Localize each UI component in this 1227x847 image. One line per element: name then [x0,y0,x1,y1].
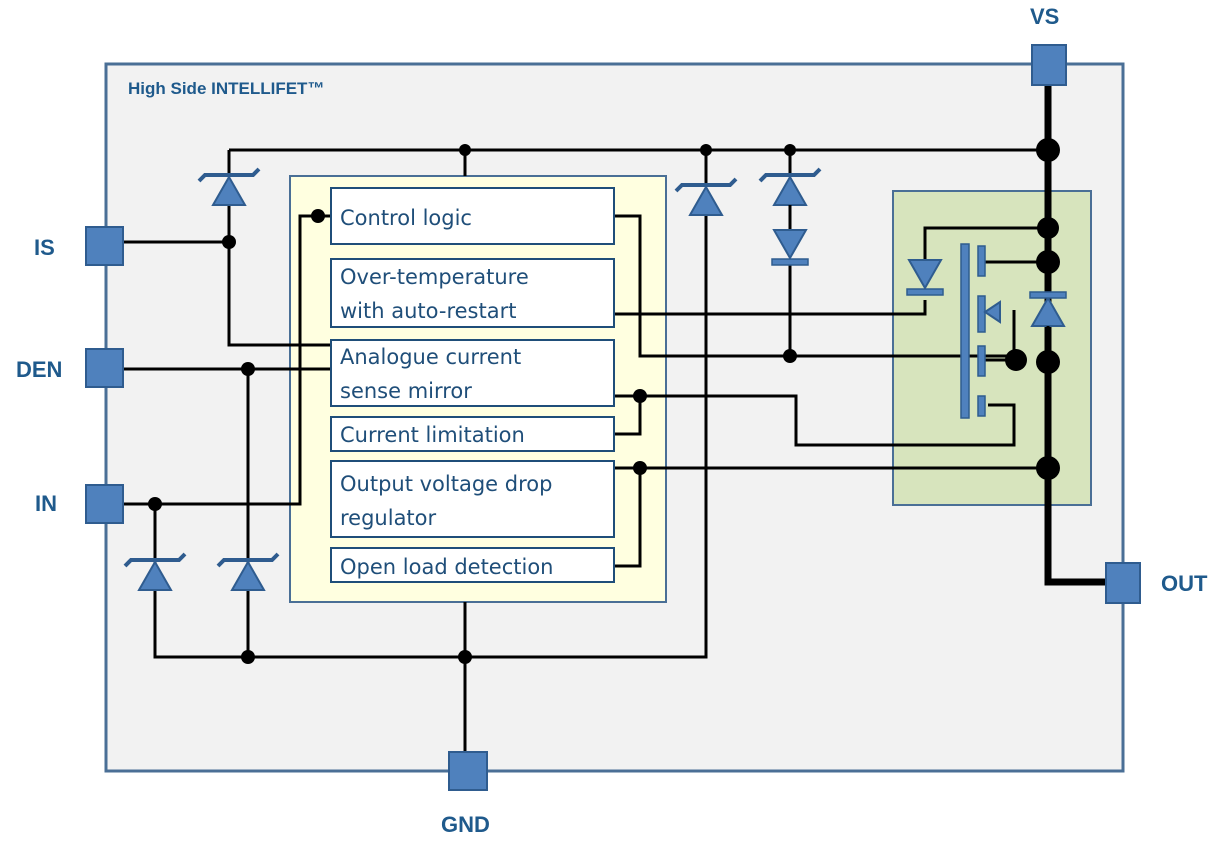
pin-is-label: IS [34,235,55,260]
pin-in-label: IN [35,491,57,516]
pin-den [85,348,124,388]
pin-gnd [448,751,488,791]
block-output-voltage-regulator [330,460,615,538]
zener-diode-gate [758,167,822,230]
block-over-temperature-label-1: Over-temperature [340,265,529,289]
temperature-sense-diode [906,259,944,296]
block-current-sense-label-1: Analogue current [340,345,521,369]
block-current-limitation-label: Current limitation [340,423,525,447]
block-current-limitation [330,416,615,452]
pin-is [85,226,124,266]
zener-diode-gnd [674,177,738,216]
body-diode [1029,291,1067,350]
zener-diode-in [123,552,187,591]
chip-title: High Side INTELLIFET™ [128,79,324,98]
wires [123,148,1048,752]
junctions [148,138,1060,664]
block-open-load-detection [330,547,615,583]
pin-in [85,484,124,524]
power-path [1044,80,1108,586]
block-output-voltage-regulator-label-1: Output voltage drop [340,472,552,496]
pin-den-label: DEN [16,357,62,382]
power-stage-area [892,190,1092,506]
function-blocks: Control logic Over-temperature with auto… [330,187,615,583]
pin-gnd-label: GND [441,812,490,837]
zener-diode-den [216,552,280,591]
pins: VS IS DEN IN GND OUT [16,4,1208,837]
power-mosfet [960,243,1001,419]
pin-vs-label: VS [1030,4,1059,29]
block-current-sense-label-2: sense mirror [340,379,472,403]
block-output-voltage-regulator-label-2: regulator [340,506,437,530]
block-over-temperature-label-2: with auto-restart [340,299,516,323]
block-open-load-detection-label: Open load detection [340,555,554,579]
pin-out-label: OUT [1161,571,1208,596]
diode-gate [771,229,809,266]
zener-diode-is [197,167,261,206]
pin-vs [1031,44,1067,86]
block-control-logic [330,187,615,245]
pin-out [1105,562,1141,604]
block-current-sense [330,339,615,407]
block-control-logic-label: Control logic [340,206,472,230]
block-over-temperature [330,258,615,328]
